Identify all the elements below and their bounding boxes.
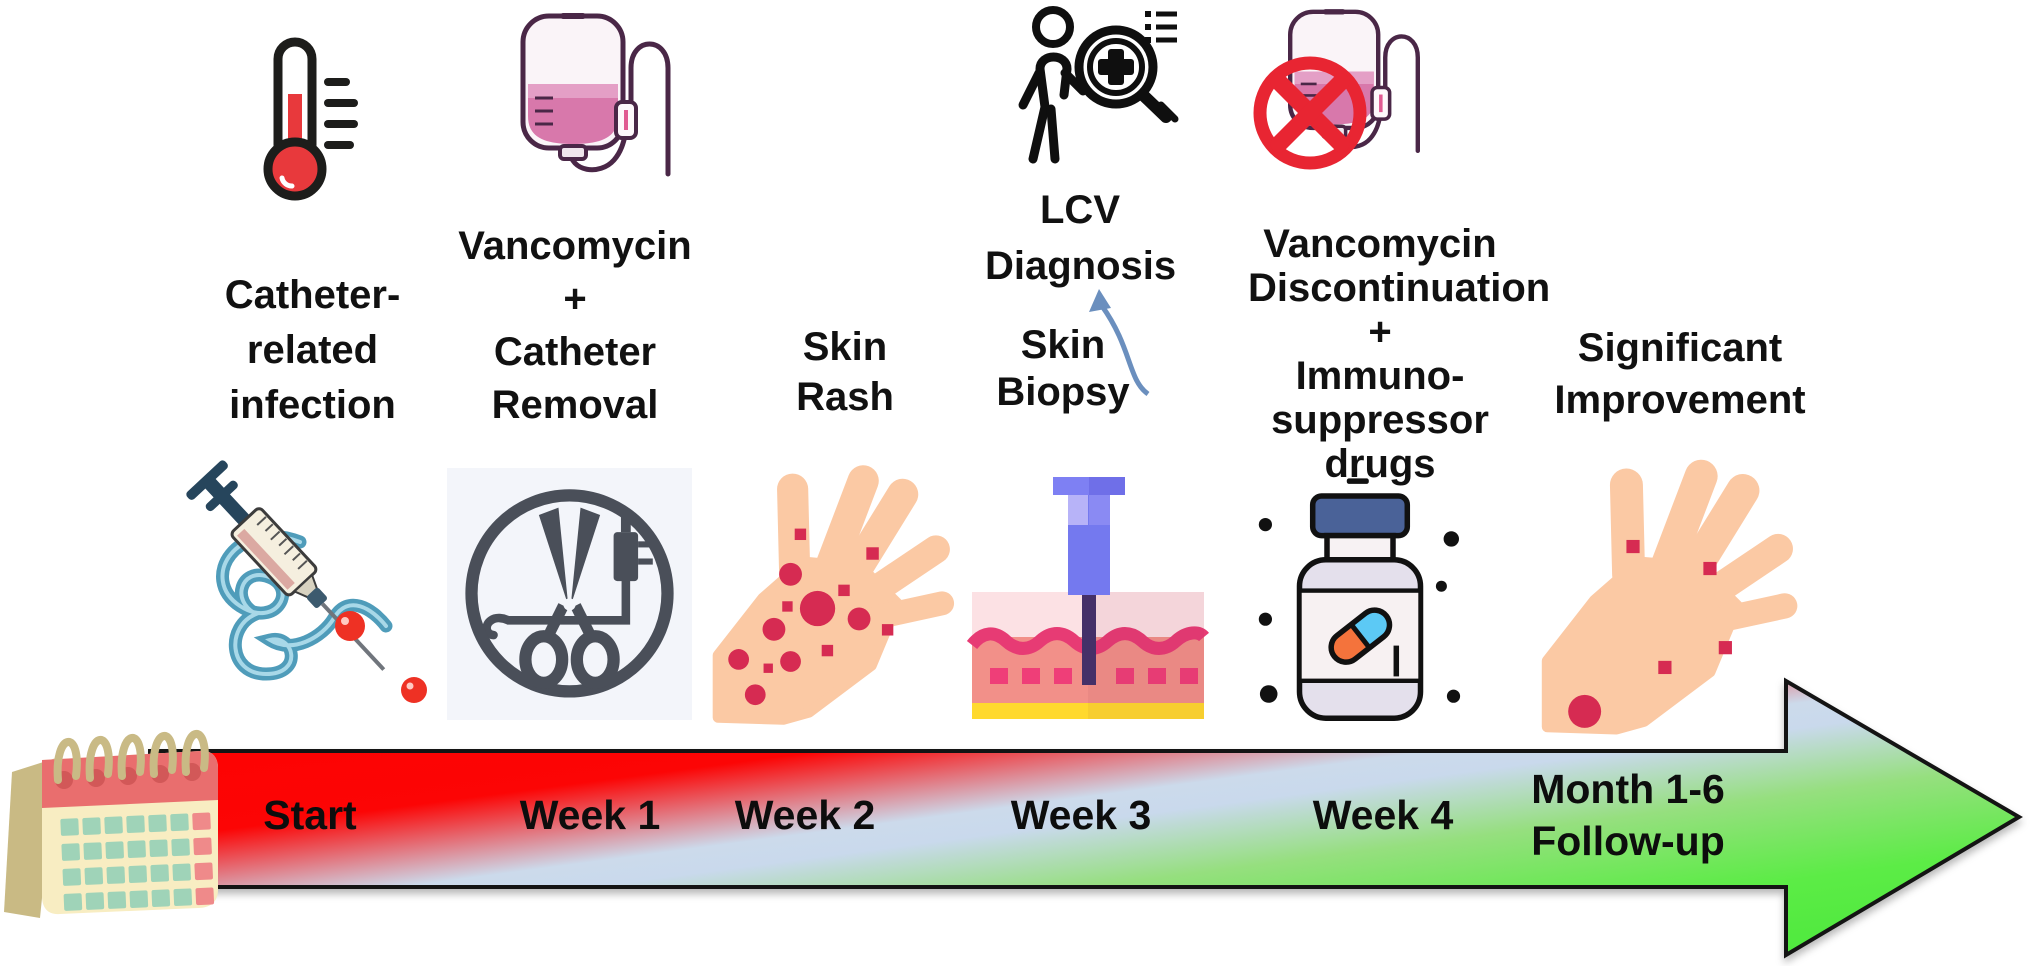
thermometer-icon (263, 37, 358, 201)
biopsy-to-diagnosis-arrow (1089, 289, 1150, 397)
timeline-label-week3: Week 3 (1010, 792, 1152, 838)
skin-biopsy-icon (966, 477, 1209, 719)
timeline-label-week1: Week 1 (519, 792, 661, 838)
patient-examination-magnifier-icon (1018, 6, 1179, 164)
calendar-icon (4, 730, 218, 918)
catheter-syringe-icon (186, 460, 427, 703)
timeline-label-week2: Week 2 (734, 792, 876, 838)
stage-skin-biopsy-label: Skin Biopsy (996, 323, 1130, 414)
stage-vancomycin-label: Vancomycin + Catheter Removal (458, 224, 692, 427)
checklist-icon (1145, 11, 1177, 43)
stage-catheter-infection-label: Catheter- related infection (224, 273, 401, 427)
immunosuppressor-pill-bottle-icon (1258, 478, 1461, 721)
iv-bag-icon (508, 6, 678, 186)
stage-significant-improvement-label: Significant Improvement (1554, 326, 1806, 422)
stage-vancomycin-discontinuation-label: Vancomycin Discontinuation + Immuno- sup… (1248, 222, 1551, 486)
rash-hand-icon (705, 458, 955, 730)
timeline-label-start: Start (263, 792, 357, 838)
stage-lcv-diagnosis-label: LCV Diagnosis (985, 188, 1177, 288)
stage-skin-rash-label: Skin Rash (796, 325, 894, 419)
iv-bag-stopped-icon (1253, 3, 1423, 170)
timeline-label-month-followup: Month 1-6 Follow-up (1531, 766, 1725, 864)
improved-hand-icon (1532, 452, 1800, 740)
timeline-arrow (148, 677, 2023, 959)
catheter-removal-scissors-icon (447, 468, 692, 720)
timeline-label-week4: Week 4 (1312, 792, 1454, 838)
